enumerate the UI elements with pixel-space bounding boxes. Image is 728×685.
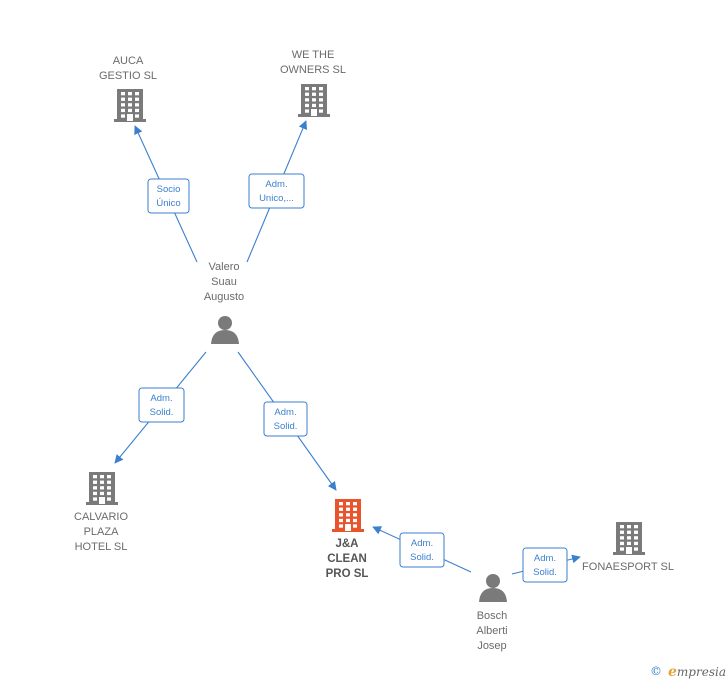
node-label: Augusto (204, 291, 244, 303)
person-icon[interactable] (211, 316, 239, 344)
building-icon[interactable] (613, 522, 645, 555)
node-label: CALVARIO (74, 511, 128, 523)
node-label: Alberti (476, 625, 507, 637)
role-label: Adm. (411, 538, 433, 549)
brand-initial: e (668, 664, 677, 680)
node-label: PRO SL (326, 568, 369, 580)
role-box-bosch-fonaesport[interactable]: Adm. Solid. (522, 547, 568, 583)
role-label: Adm. (265, 179, 287, 190)
role-label: Solid. (150, 407, 174, 418)
role-box-valero-wetheowners[interactable]: Adm. Unico,... (248, 173, 305, 209)
role-label: Adm. (534, 553, 556, 564)
role-label: Solid. (410, 552, 434, 563)
brand-logo[interactable]: empresia (668, 664, 726, 680)
node-label: PLAZA (84, 526, 120, 538)
node-calvario[interactable]: CALVARIO PLAZA HOTEL SL (74, 472, 128, 553)
role-label: Solid. (274, 421, 298, 432)
node-fonaesport[interactable]: FONAESPORT SL (582, 522, 674, 573)
node-label: AUCA (113, 55, 144, 67)
node-label: J&A (335, 538, 358, 550)
node-wetheowners[interactable]: WE THE OWNERS SL (280, 49, 346, 117)
node-label: GESTIO SL (99, 70, 157, 82)
building-icon[interactable] (298, 84, 330, 117)
role-box-valero-jaclean[interactable]: Adm. Solid. (263, 401, 308, 437)
role-label: Solid. (533, 567, 557, 578)
node-label: CLEAN (327, 553, 367, 565)
person-icon[interactable] (479, 574, 507, 602)
copyright-icon: © (650, 664, 662, 678)
node-label: OWNERS SL (280, 64, 346, 76)
node-label: HOTEL SL (75, 541, 128, 553)
role-label: Socio (157, 184, 181, 195)
building-icon[interactable] (332, 499, 364, 532)
node-label: Suau (211, 276, 237, 288)
role-label: Unico,... (259, 193, 294, 204)
brand-name: mpresia (676, 665, 726, 679)
node-label: FONAESPORT SL (582, 561, 674, 573)
node-label: WE THE (292, 49, 335, 61)
node-jaclean[interactable]: J&A CLEAN PRO SL (326, 499, 369, 580)
role-box-valero-calvario[interactable]: Adm. Solid. (138, 387, 185, 423)
node-label: Bosch (477, 610, 508, 622)
node-label: Josep (477, 640, 506, 652)
role-label: Único (156, 198, 180, 209)
role-label: Adm. (150, 393, 172, 404)
node-auca[interactable]: AUCA GESTIO SL (99, 55, 157, 122)
building-icon[interactable] (114, 89, 146, 122)
role-label: Adm. (274, 407, 296, 418)
building-icon[interactable] (86, 472, 118, 505)
role-box-bosch-jaclean[interactable]: Adm. Solid. (399, 532, 445, 568)
node-label: Valero (209, 261, 240, 273)
